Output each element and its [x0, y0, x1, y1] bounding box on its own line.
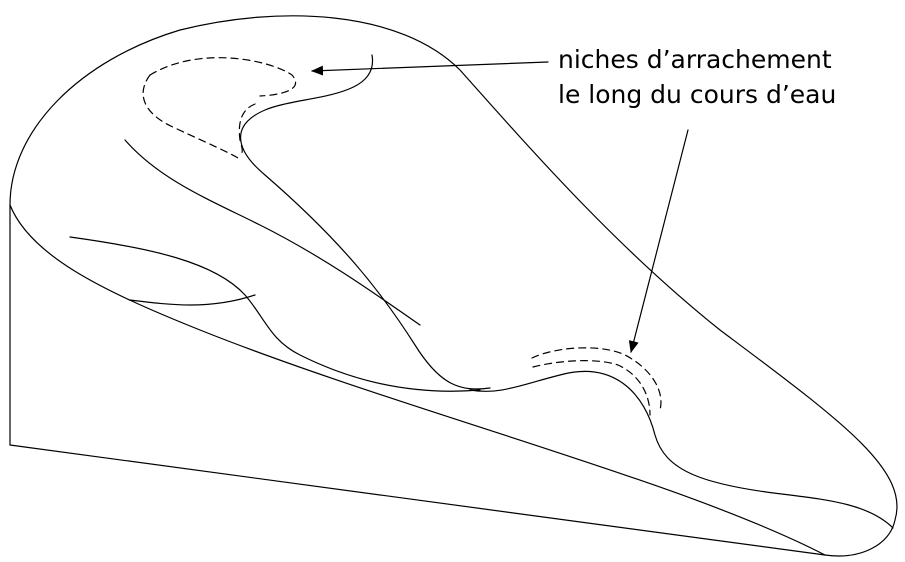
scarp-lower-outer — [531, 347, 662, 411]
slope-line-left — [69, 236, 481, 392]
spur-line-upper — [124, 139, 421, 326]
arrow-to-lower-niche — [628, 129, 689, 353]
scarp-upper-inner — [142, 74, 239, 159]
spur-line-lower — [129, 294, 256, 306]
scarp-upper-outer — [149, 57, 297, 97]
terrain-top-outline — [9, 15, 898, 557]
terrain-front-ridge — [9, 204, 826, 556]
valley-floor-right — [469, 370, 894, 529]
annotation-line-1: niches d’arrachement — [558, 45, 832, 74]
annotation-line-2: le long du cours d’eau — [558, 80, 837, 109]
scarp-lower-inner — [532, 360, 651, 416]
valley-thalweg — [240, 54, 491, 390]
block-bottom-edge — [9, 444, 826, 556]
scarp-upper-inner-2 — [238, 103, 256, 156]
arrow-to-upper-niche — [311, 61, 549, 76]
